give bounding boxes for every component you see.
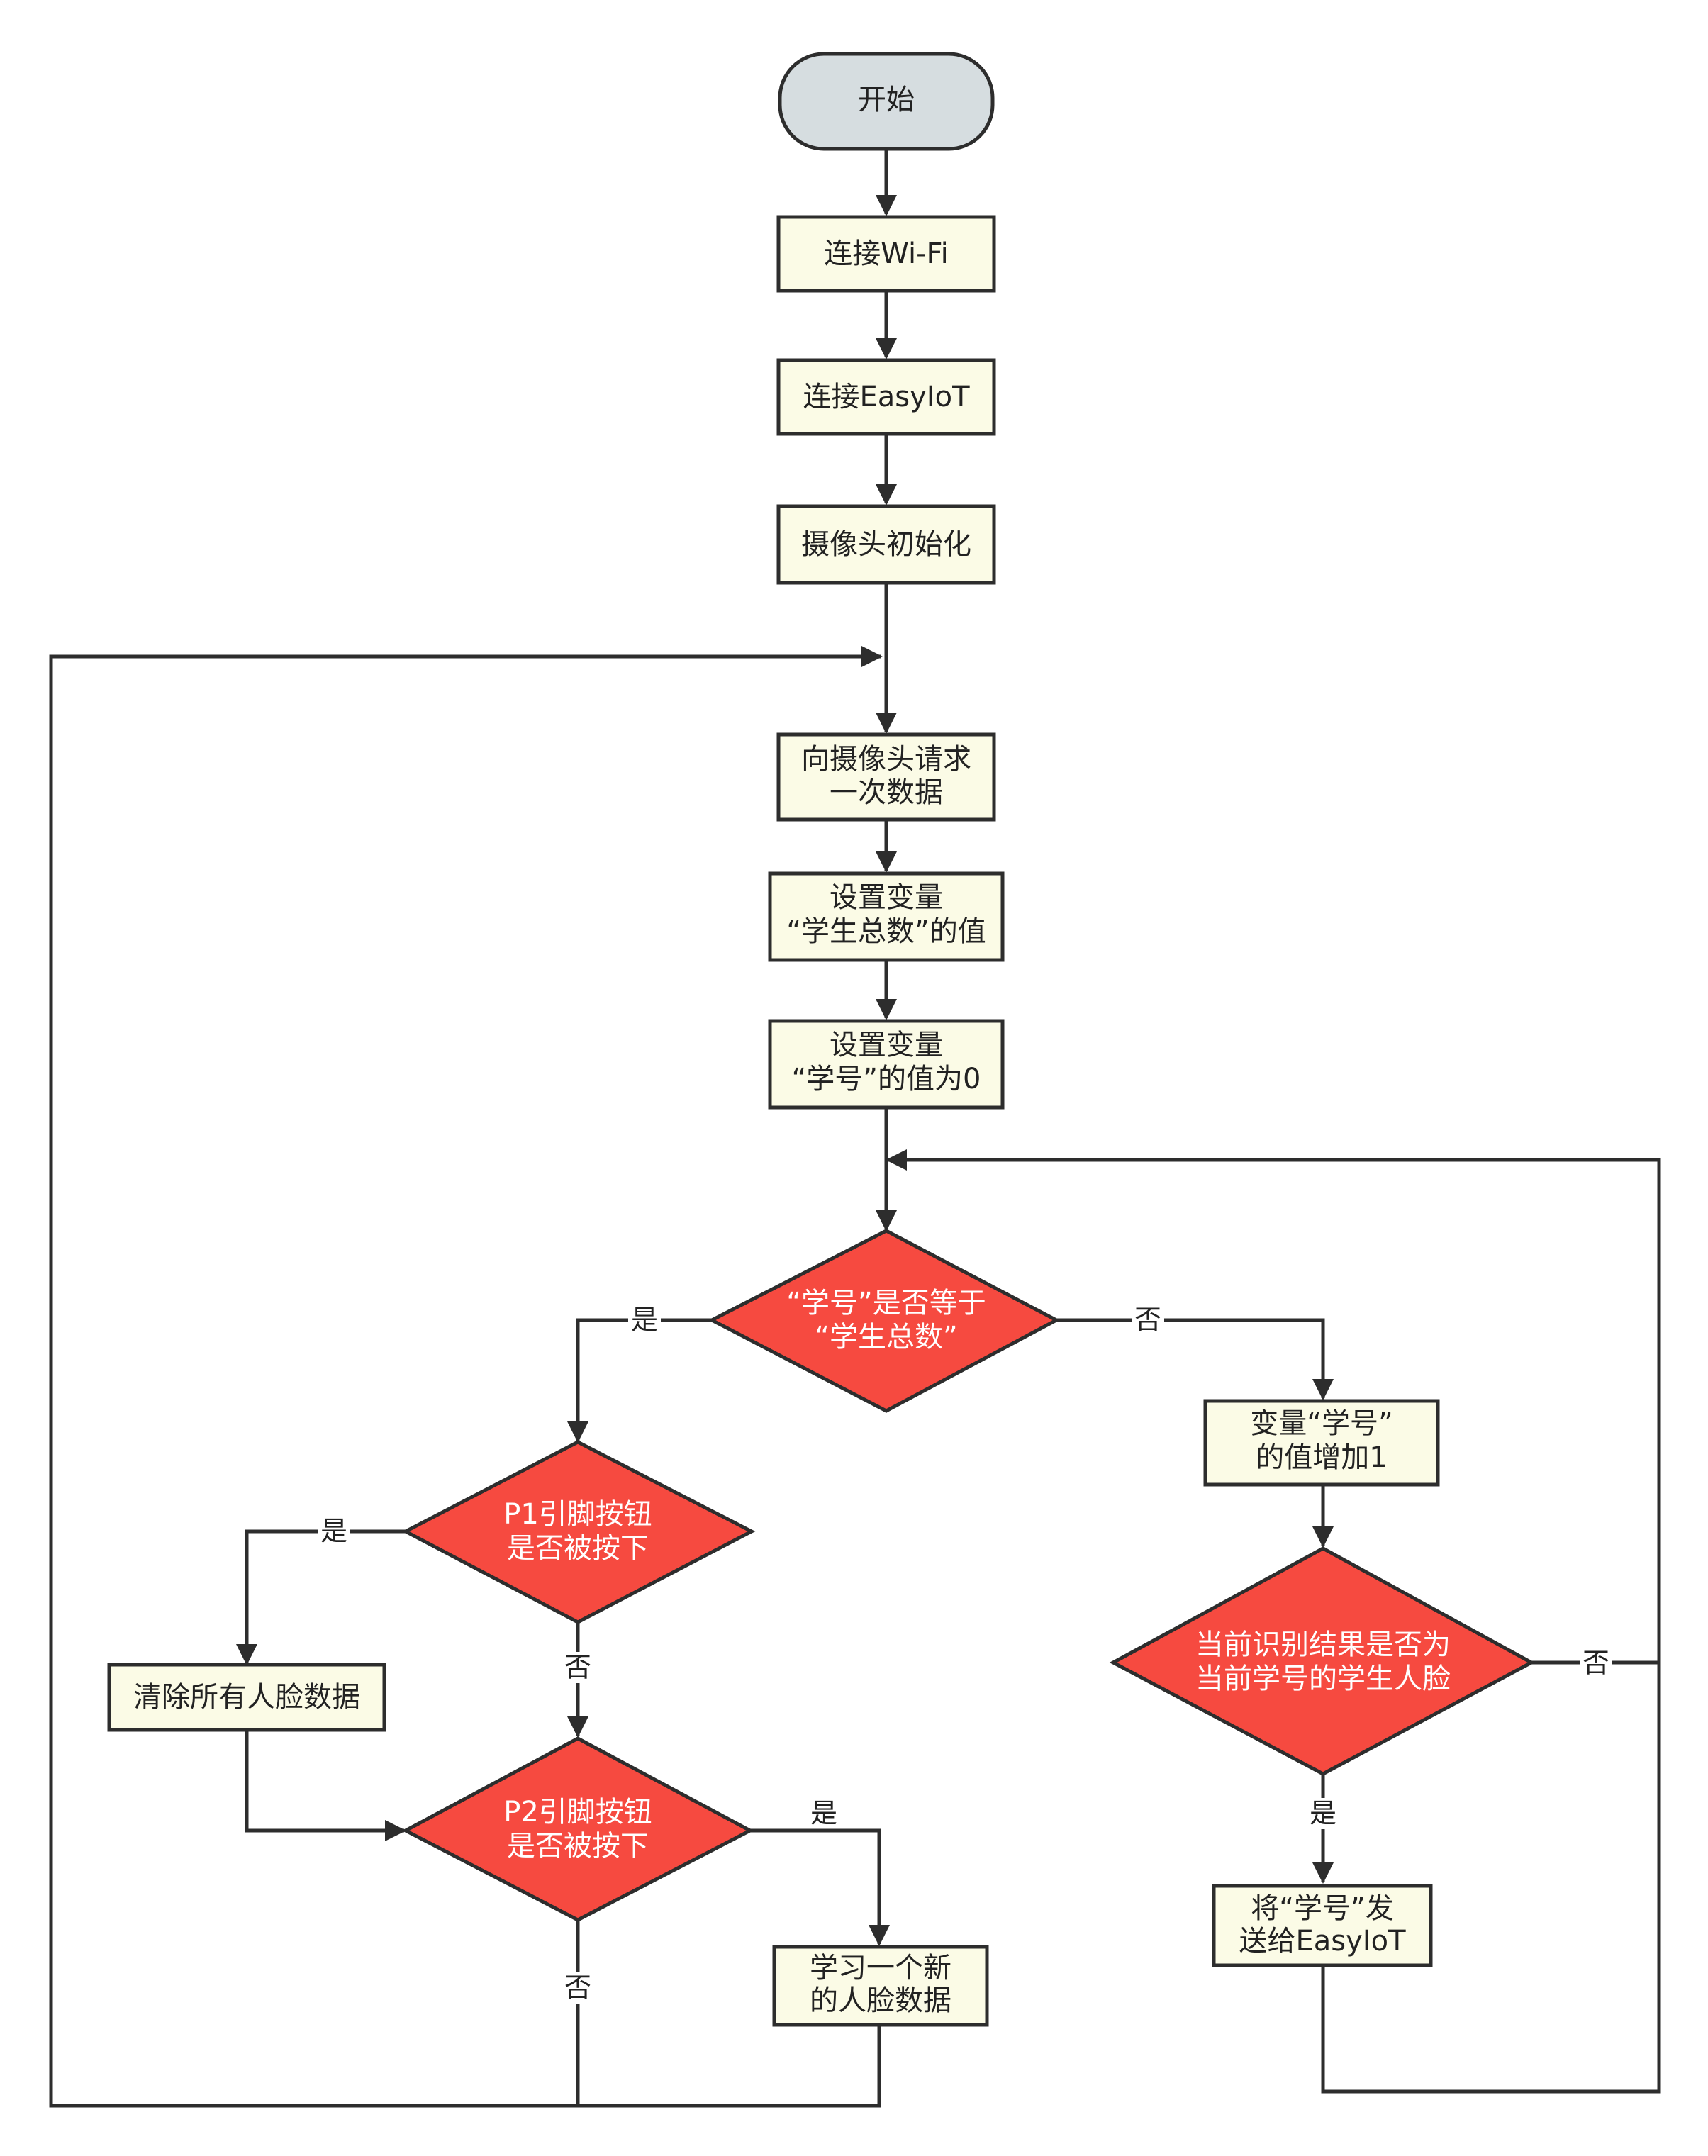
edge-p2-yes xyxy=(750,1828,890,1946)
edge-loop-back-equal xyxy=(886,1149,1661,1510)
node-send-line2: 送给EasyIoT xyxy=(1239,1925,1407,1957)
node-dec-p1-line1: P1引脚按钮 xyxy=(503,1498,652,1531)
node-clear-label: 清除所有人脸数据 xyxy=(133,1681,360,1714)
node-request-line1: 向摄像头请求 xyxy=(801,743,971,776)
label-match-no: 否 xyxy=(1583,1648,1609,1679)
label-p2-yes: 是 xyxy=(810,1798,837,1829)
process-shape xyxy=(107,1663,386,1732)
node-set-total-line2: “学生总数”的值 xyxy=(786,915,986,948)
node-dec-equal: “学号”是否等于 “学生总数” xyxy=(708,1229,1061,1413)
node-dec-p2: P2引脚按钮 是否被按下 xyxy=(401,1736,754,1922)
edge-labels: 是 否 是 否 是 否 是 否 xyxy=(318,1305,1612,2004)
process-shape xyxy=(772,1945,989,2027)
edge-p1-yes xyxy=(236,1529,406,1665)
node-clear: 清除所有人脸数据 xyxy=(107,1663,386,1732)
node-send: 将“学号”发 送给EasyIoT xyxy=(1212,1884,1433,1967)
label-p2-no: 否 xyxy=(564,1972,591,2004)
node-cam-init-label: 摄像头初始化 xyxy=(801,528,971,561)
decision-shape xyxy=(401,1440,756,1624)
decision-shape xyxy=(1109,1546,1536,1776)
node-request-line2: 一次数据 xyxy=(830,776,943,809)
node-dec-equal-line1: “学号”是否等于 xyxy=(786,1287,986,1319)
label-p1-no: 否 xyxy=(564,1652,591,1683)
node-dec-match: 当前识别结果是否为 当前学号的学生人脸 xyxy=(1109,1546,1536,1776)
label-bg xyxy=(562,1972,594,2004)
nodes: 开始 连接Wi-Fi 连接EasyIoT 摄像头初始化 向摄像头请求 一次数据 … xyxy=(107,52,1536,2027)
process-shape xyxy=(768,871,1005,962)
node-start-label: 开始 xyxy=(858,84,915,116)
node-incr: 变量“学号” 的值增加1 xyxy=(1203,1399,1440,1487)
decision-shape xyxy=(708,1229,1061,1413)
label-equal-yes: 是 xyxy=(631,1305,658,1336)
process-shape xyxy=(768,1019,1005,1110)
node-learn-line2: 的人脸数据 xyxy=(810,1984,951,2017)
node-incr-line1: 变量“学号” xyxy=(1250,1407,1392,1440)
node-dec-match-line2: 当前学号的学生人脸 xyxy=(1195,1663,1451,1695)
node-dec-p2-line2: 是否被按下 xyxy=(507,1830,649,1862)
label-bg xyxy=(1307,1798,1339,1829)
node-set-total-line1: 设置变量 xyxy=(830,881,943,914)
node-set-id-line2: “学号”的值为0 xyxy=(792,1063,981,1095)
node-wifi-label: 连接Wi-Fi xyxy=(824,238,948,270)
label-p1-yes: 是 xyxy=(320,1516,347,1547)
node-set-id: 设置变量 “学号”的值为0 xyxy=(768,1019,1005,1110)
edge-learn-merge xyxy=(576,2025,881,2108)
process-shape xyxy=(1212,1884,1433,1967)
process-shape xyxy=(776,215,996,293)
node-dec-p2-line1: P2引脚按钮 xyxy=(503,1796,652,1828)
node-dec-match-line1: 当前识别结果是否为 xyxy=(1195,1629,1451,1661)
node-dec-p1: P1引脚按钮 是否被按下 xyxy=(401,1440,756,1624)
node-dec-equal-line2: “学生总数” xyxy=(815,1321,957,1353)
label-bg xyxy=(1580,1648,1612,1679)
connectors xyxy=(49,149,1661,2108)
node-set-total: 设置变量 “学生总数”的值 xyxy=(768,871,1005,962)
edge-equal-no xyxy=(1056,1318,1334,1400)
label-bg xyxy=(562,1652,594,1683)
edge-send-loop xyxy=(1321,1510,1661,2094)
process-shape xyxy=(1203,1399,1440,1487)
label-bg xyxy=(628,1305,661,1336)
edge-equal-yes xyxy=(567,1318,712,1443)
node-learn-line1: 学习一个新 xyxy=(810,1952,951,1984)
process-shape xyxy=(776,358,996,436)
node-incr-line2: 的值增加1 xyxy=(1256,1441,1387,1474)
node-dec-p1-line2: 是否被按下 xyxy=(507,1532,649,1565)
node-request: 向摄像头请求 一次数据 xyxy=(776,732,996,822)
decision-shape xyxy=(401,1736,754,1922)
node-learn: 学习一个新 的人脸数据 xyxy=(772,1945,989,2027)
node-easyiot-label: 连接EasyIoT xyxy=(803,381,971,413)
terminator-shape xyxy=(778,52,995,151)
process-shape xyxy=(776,504,996,585)
node-send-line1: 将“学号”发 xyxy=(1251,1892,1393,1925)
label-equal-no: 否 xyxy=(1134,1305,1161,1336)
process-shape xyxy=(776,732,996,822)
label-match-yes: 是 xyxy=(1310,1798,1336,1829)
label-bg xyxy=(1132,1305,1164,1336)
node-start: 开始 xyxy=(778,52,995,151)
edge-loop-back-request xyxy=(49,646,883,2108)
node-cam-init: 摄像头初始化 xyxy=(776,504,996,585)
edge-clear-p2 xyxy=(245,1728,406,1841)
node-easyiot: 连接EasyIoT xyxy=(776,358,996,436)
node-set-id-line1: 设置变量 xyxy=(830,1029,943,1061)
label-bg xyxy=(318,1516,350,1547)
node-wifi: 连接Wi-Fi xyxy=(776,215,996,293)
